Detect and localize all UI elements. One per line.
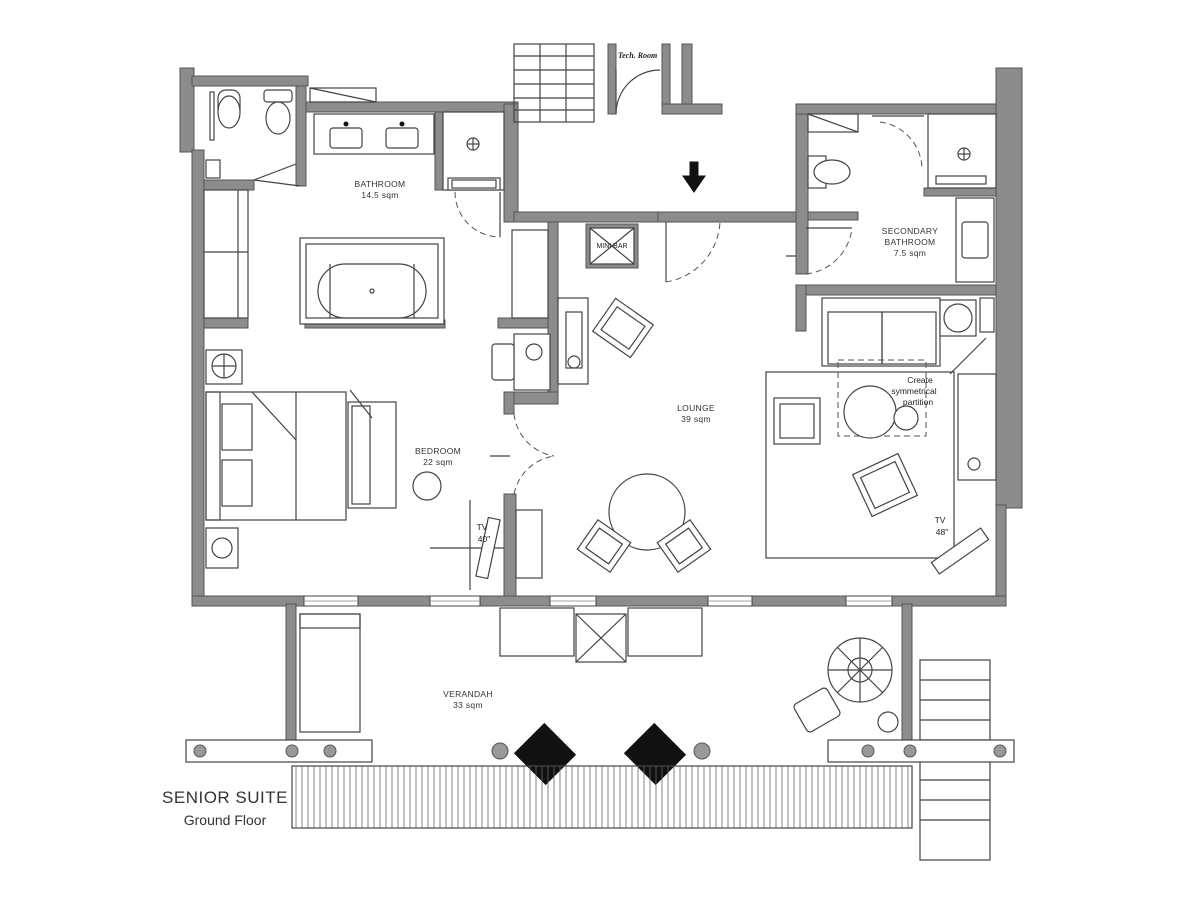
minibar-label: MINI BAR — [596, 243, 627, 250]
verandah-area: 33 sqm — [453, 700, 483, 710]
bedroom-area: 22 sqm — [423, 457, 453, 467]
bedroom: TV 40" BEDROOM 22 sqm — [205, 349, 555, 590]
entry-arrow-icon — [682, 161, 706, 193]
secondary-bathroom-name-2: BATHROOM — [885, 237, 936, 247]
windows — [303, 595, 893, 607]
secondary-bathroom: SECONDARY BATHROOM 7.5 sqm — [786, 113, 997, 283]
lounge-area: 39 sqm — [681, 414, 711, 424]
lounge: MINI BAR LOUNGE 39 sqm — [491, 221, 721, 579]
secondary-bathroom-name-1: SECONDARY — [882, 226, 938, 236]
tv-lounge-size: 48" — [936, 527, 948, 537]
plan-title: SENIOR SUITE Ground Floor — [150, 788, 300, 828]
floor-name: Ground Floor — [183, 812, 267, 828]
deck-planks — [295, 766, 909, 828]
partition-note-2: symmetrical — [891, 386, 936, 396]
lounge-name: LOUNGE — [677, 403, 715, 413]
bedroom-name: BEDROOM — [415, 446, 461, 456]
partition-note-3: partition — [903, 397, 934, 407]
tv-lounge-label: TV — [935, 515, 946, 525]
tech-room: Tech. Room — [615, 51, 661, 115]
partition-note-1: Create — [907, 375, 933, 385]
verandah-name: VERANDAH — [443, 689, 493, 699]
walls — [179, 43, 1023, 741]
bathroom-area: 14.5 sqm — [361, 190, 398, 200]
tech-room-label: Tech. Room — [618, 51, 657, 60]
master-bathroom: BATHROOM 14.5 sqm — [203, 87, 505, 325]
verandah: VERANDAH 33 sqm — [185, 607, 1015, 861]
secondary-bathroom-area: 7.5 sqm — [894, 248, 926, 258]
bathroom-name: BATHROOM — [355, 179, 406, 189]
tv-bedroom-label: TV — [477, 522, 488, 532]
entry-stairs — [513, 43, 595, 123]
suite-name: SENIOR SUITE — [162, 788, 288, 807]
tv-bedroom-size: 40" — [478, 534, 490, 544]
living-area: TV 48" Create symmetrical partition — [765, 297, 997, 575]
